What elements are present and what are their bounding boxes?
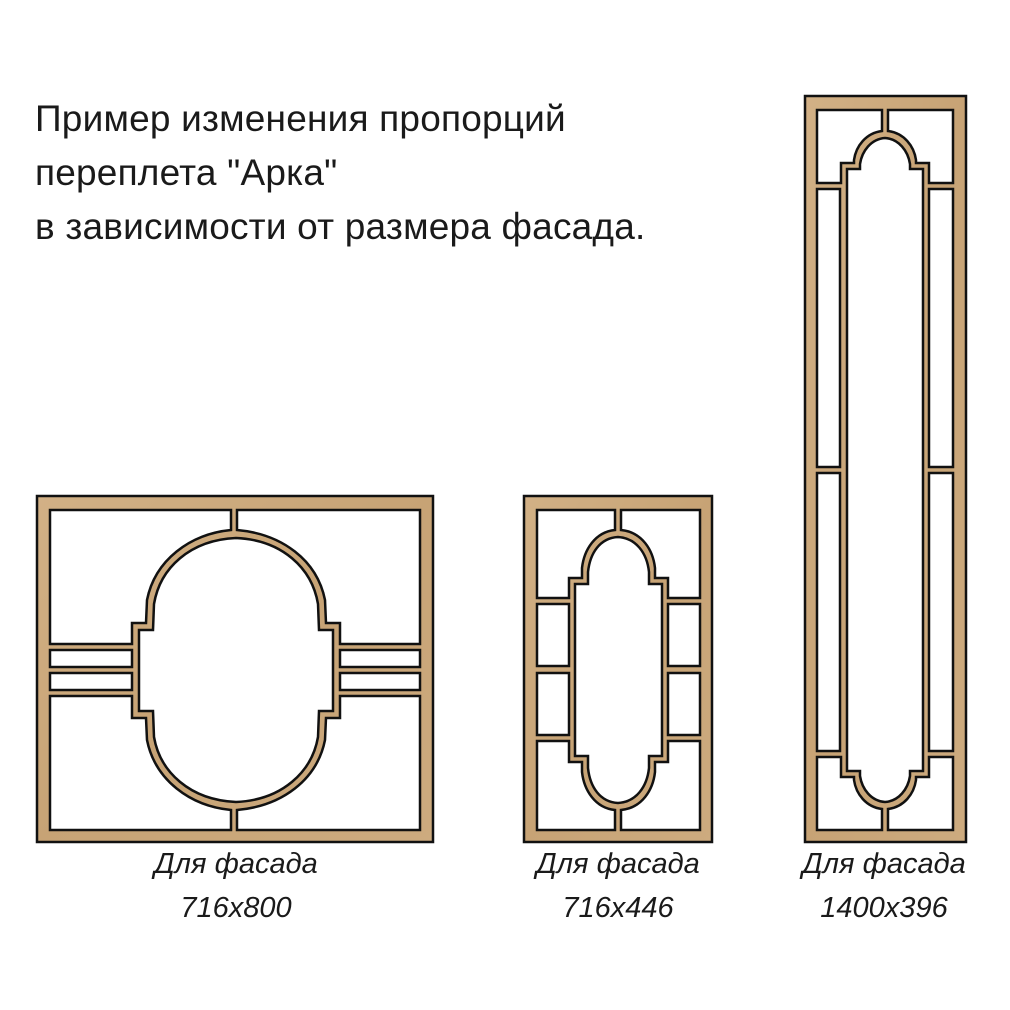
caption-tall: Для фасада 1400x396 [768,842,1000,930]
diagram-title: Пример изменения пропорций переплета "Ар… [35,92,645,254]
lattice-tall-1400x396 [803,94,968,844]
caption-tall-label: Для фасада [802,848,966,880]
caption-medium-label: Для фасада [536,848,700,880]
caption-tall-size: 1400x396 [820,892,948,924]
lattice-wide-716x800 [35,494,435,844]
caption-wide-size: 716x800 [180,892,292,924]
lattice-medium-716x446 [522,494,714,844]
caption-medium-size: 716x446 [562,892,674,924]
title-line-3: в зависимости от размера фасада. [35,206,646,247]
title-line-2: переплета "Арка" [35,152,338,193]
caption-medium: Для фасада 716x446 [502,842,734,930]
title-line-1: Пример изменения пропорций [35,98,566,139]
caption-wide: Для фасада 716x800 [120,842,352,930]
caption-wide-label: Для фасада [154,848,318,880]
